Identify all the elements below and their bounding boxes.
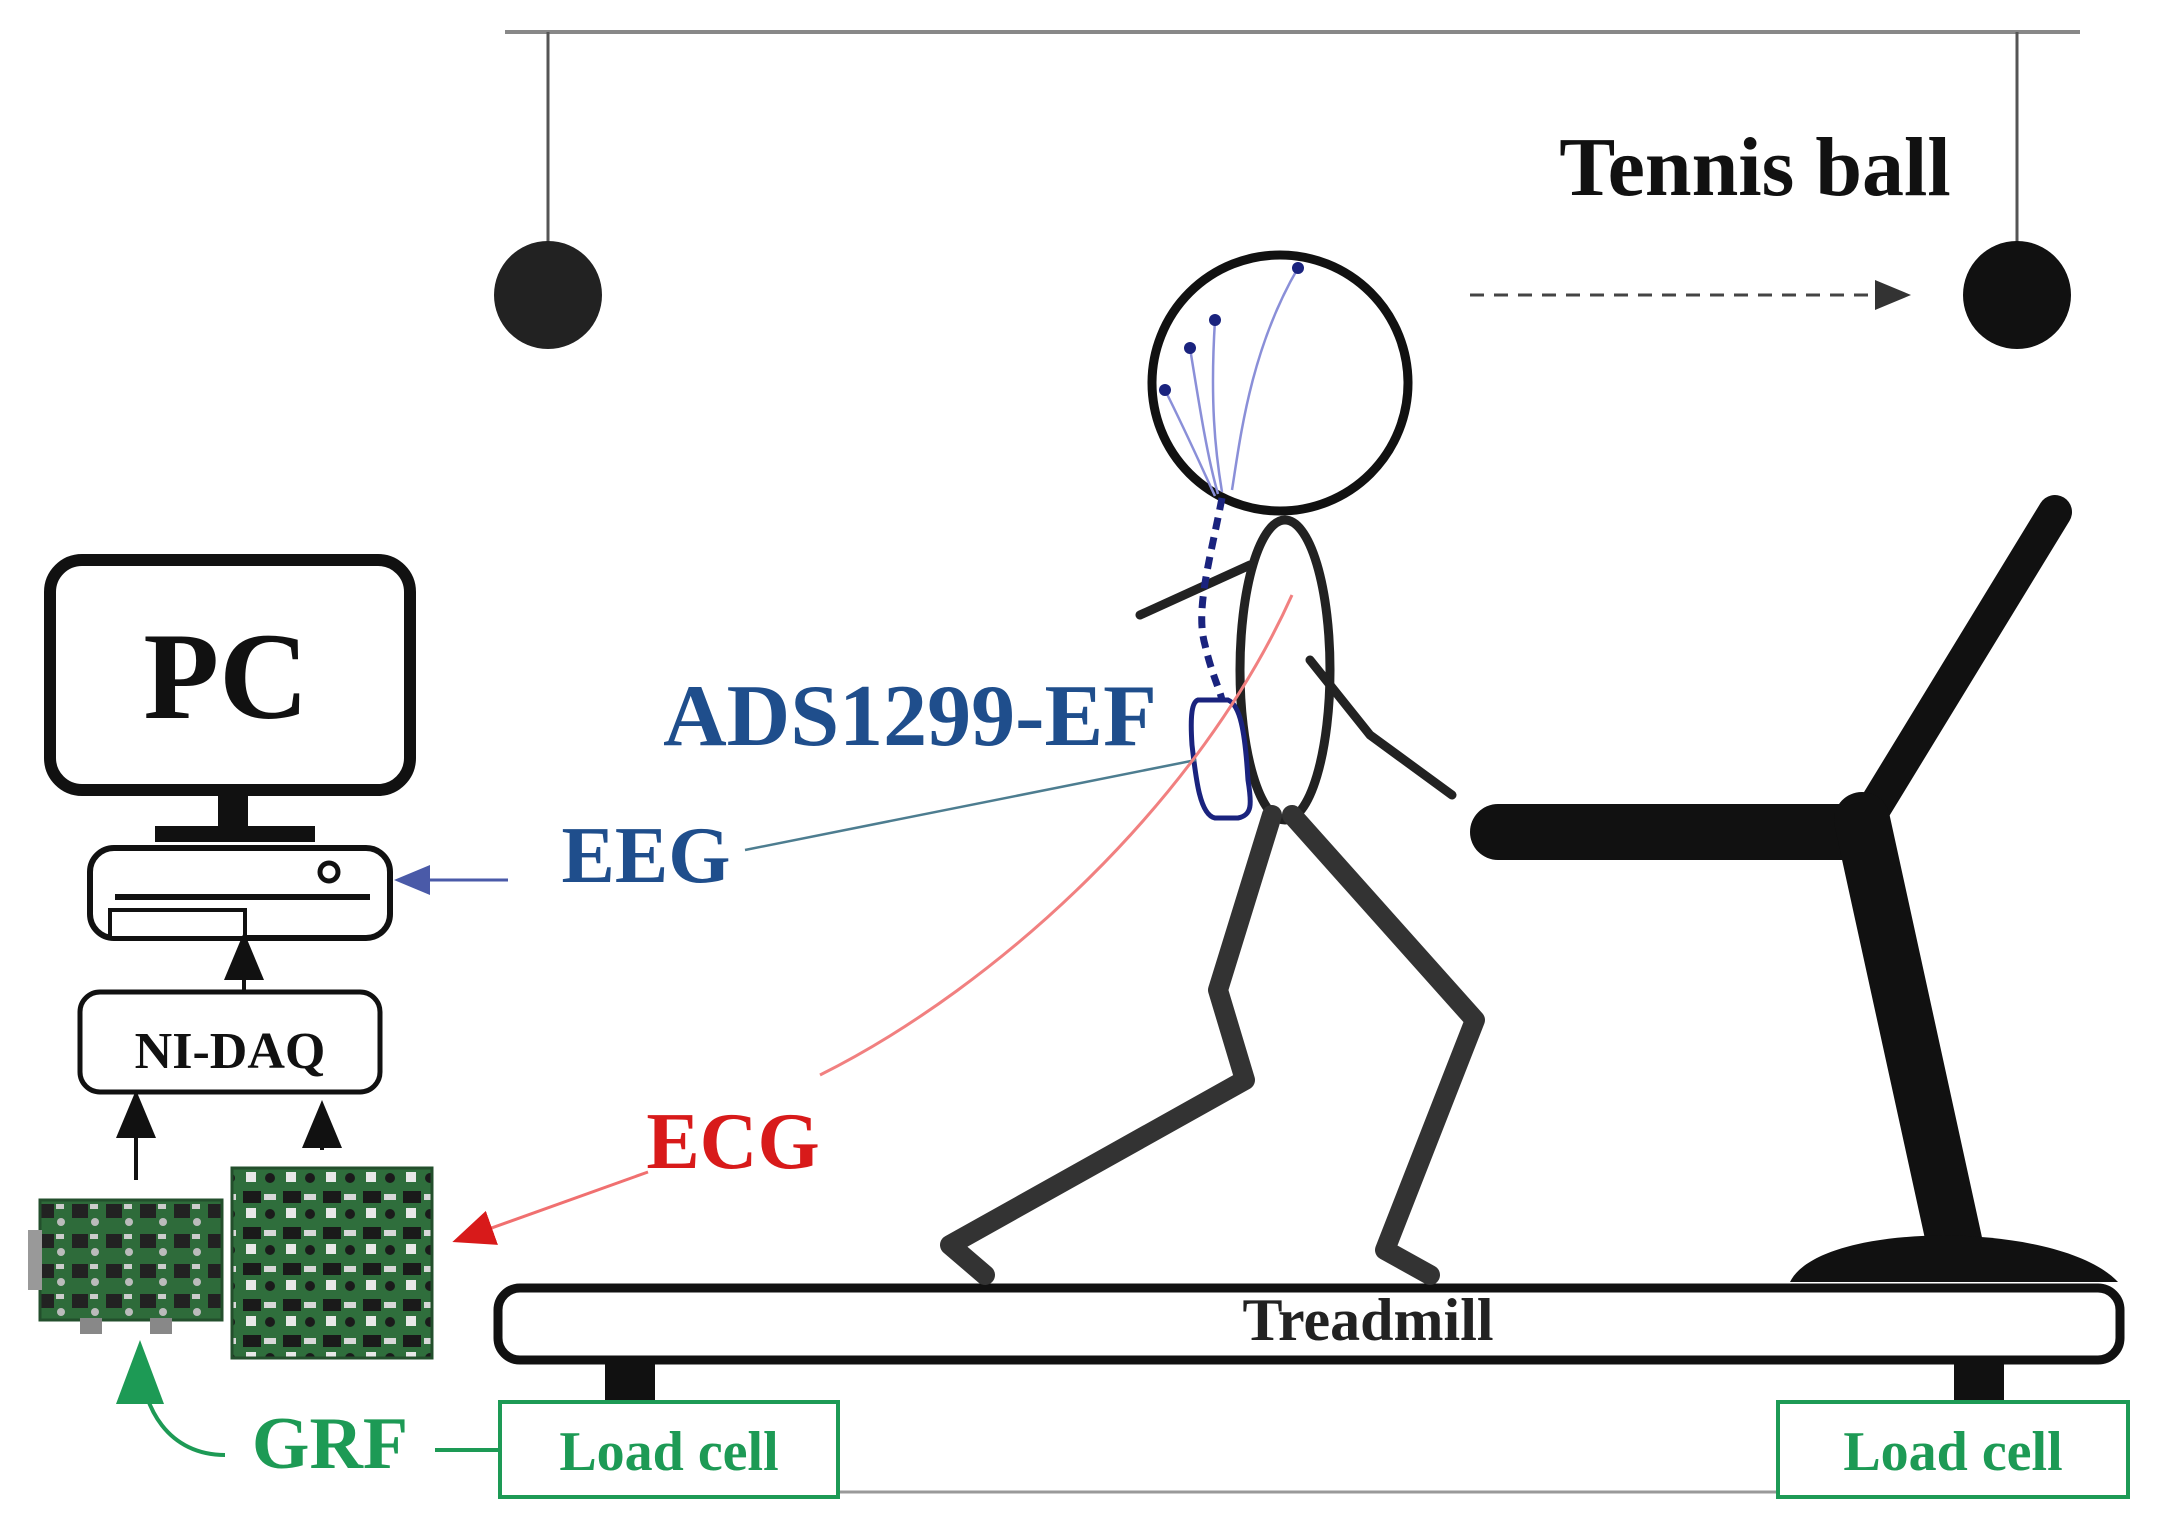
subject-back-arm — [1135, 560, 1255, 620]
pc-label: PC — [143, 608, 308, 745]
treadmill-right-leg — [1954, 1360, 2004, 1402]
subject-front-leg — [1282, 805, 1485, 1285]
left-tennis-ball-icon — [494, 241, 602, 349]
monitor-stand-base — [155, 826, 315, 842]
subject-front-arm — [1305, 655, 1457, 800]
electrode-1 — [1292, 262, 1304, 274]
grf-label: GRF — [252, 1403, 408, 1485]
ecg-amplifier-board-icon — [230, 1166, 434, 1360]
treadmill-front-post — [1834, 792, 1983, 1273]
load-cell-right-box — [1776, 1400, 2130, 1499]
device-label: ADS1299-EF — [663, 668, 1157, 765]
ecg-to-board-arrow — [452, 1170, 649, 1245]
pc-power-button — [317, 860, 341, 884]
right-tennis-ball-icon — [1963, 241, 2071, 349]
pc-tray — [108, 908, 247, 940]
treadmill-handle-upright — [1856, 495, 2072, 827]
grf-to-board-arrow — [116, 1340, 226, 1457]
nidaq-box — [77, 989, 383, 1095]
treadmill-front-base — [1790, 1235, 2118, 1282]
eeg-electrodes — [1159, 262, 1304, 701]
computer-icon — [44, 554, 416, 941]
electrode-3 — [1184, 342, 1196, 354]
ecg-label: ECG — [646, 1098, 819, 1186]
treadmill-left-leg — [605, 1360, 655, 1402]
treadmill — [493, 495, 2125, 1402]
subject-head — [1147, 250, 1413, 516]
treadmill-deck — [493, 1283, 2125, 1365]
electrode-4 — [1159, 384, 1171, 396]
electrode-cable-bundle — [1198, 497, 1226, 701]
eeg-label: EEG — [562, 812, 731, 900]
ads1299-device-icon — [1188, 697, 1253, 821]
subject-back-leg — [940, 805, 1282, 1285]
grf-amplifier-board-icon — [28, 1198, 224, 1334]
monitor-stand-neck — [218, 790, 248, 830]
ecg-lead-line — [819, 594, 1294, 1077]
load-cell-right-label: Load cell — [1843, 1421, 2062, 1483]
tennis-ball-label: Tennis ball — [1559, 121, 1950, 214]
treadmill-label: Treadmill — [1242, 1287, 1493, 1353]
nidaq-label: NI-DAQ — [135, 1023, 326, 1080]
load-cell-left-box — [498, 1400, 840, 1499]
load-cell-left-label: Load cell — [559, 1421, 778, 1483]
electrode-2 — [1209, 314, 1221, 326]
eeg-signal-line — [744, 758, 1197, 852]
